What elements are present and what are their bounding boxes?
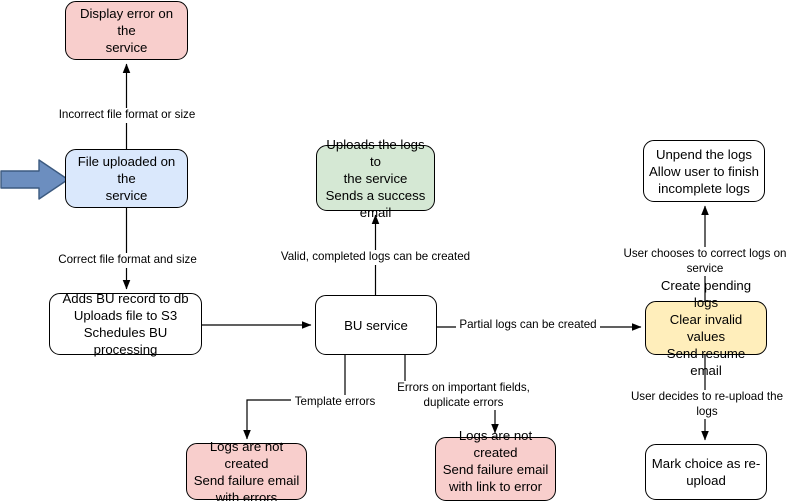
edge-label-user-chooses-correct-logs: User chooses to correct logs on service (607, 247, 801, 276)
node-logs-not-created-error-summary[interactable]: Logs are not created Send failure email … (435, 428, 556, 501)
edge-label-valid-completed-logs: Valid, completed logs can be created (278, 250, 473, 265)
node-display-error[interactable]: Display error on the service (65, 1, 188, 60)
node-file-uploaded-on-service[interactable]: File uploaded on the service (65, 149, 188, 208)
node-uploads-logs-success[interactable]: Uploads the logs to the service Sends a … (316, 137, 435, 220)
node-logs-not-created-with-errors[interactable]: Logs are not created Send failure email … (186, 439, 307, 501)
edge-label-user-decides-reupload: User decides to re-upload the logs (619, 390, 795, 419)
node-bu-service[interactable]: BU service (315, 295, 437, 355)
edge-label-incorrect-file-format: Incorrect file format or size (53, 108, 201, 123)
node-create-pending-logs[interactable]: Create pending logs Clear invalid values… (645, 278, 767, 378)
edge-label-correct-file-format: Correct file format and size (54, 253, 201, 268)
node-mark-choice-as-reupload[interactable]: Mark choice as re- upload (645, 444, 767, 500)
edge-label-partial-logs: Partial logs can be created (456, 318, 600, 333)
node-adds-bu-record[interactable]: Adds BU record to db Uploads file to S3 … (49, 291, 202, 357)
node-unpend-the-logs[interactable]: Unpend the logs Allow user to finish inc… (643, 140, 765, 202)
edge-label-errors-important-fields: Errors on important fields, duplicate er… (392, 381, 535, 410)
edge-label-template-errors: Template errors (291, 395, 379, 410)
external-input-arrow (0, 159, 69, 200)
